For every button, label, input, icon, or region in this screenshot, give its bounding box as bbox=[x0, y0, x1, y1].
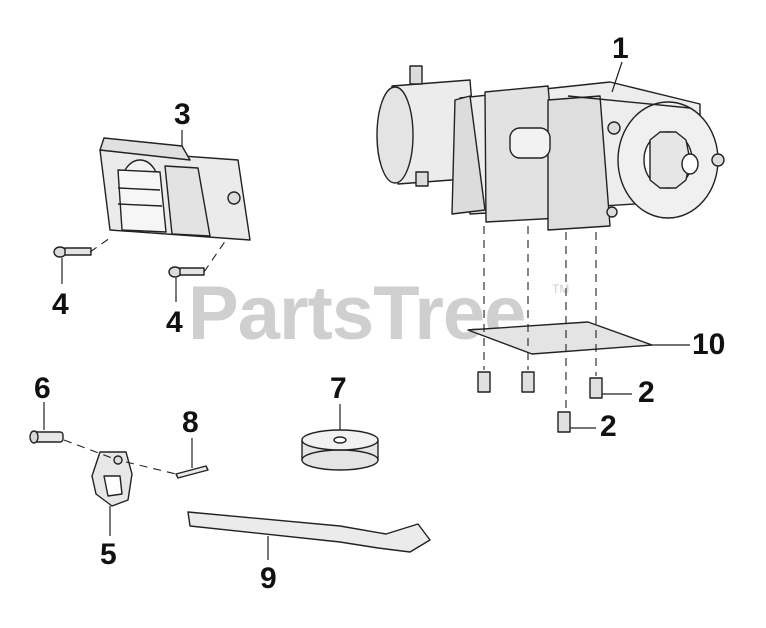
mounting-plate bbox=[467, 321, 653, 355]
callout-6: 6 bbox=[34, 372, 51, 405]
clevis-pin bbox=[29, 430, 64, 444]
callout-7: 7 bbox=[330, 372, 347, 405]
watermark: PartsTree bbox=[188, 271, 526, 356]
fairlead bbox=[99, 137, 251, 241]
callout-9: 9 bbox=[260, 562, 277, 595]
bolt-right bbox=[168, 266, 205, 278]
callout-8: 8 bbox=[182, 406, 199, 439]
callout-1: 1 bbox=[612, 32, 629, 65]
callout-2-upper: 2 bbox=[638, 376, 655, 409]
hand-strap bbox=[187, 511, 431, 553]
callout-3: 3 bbox=[174, 98, 191, 131]
rubber-stopper bbox=[301, 429, 379, 471]
hook bbox=[91, 451, 133, 507]
callout-2-lower: 2 bbox=[600, 410, 617, 443]
callout-5: 5 bbox=[100, 538, 117, 571]
winch-assembly bbox=[376, 65, 725, 231]
callout-4-right: 4 bbox=[166, 306, 183, 339]
watermark-tm: TM bbox=[552, 282, 570, 296]
guide-lines bbox=[63, 226, 597, 475]
leader-lines bbox=[43, 61, 690, 560]
bolts-under-plate bbox=[477, 371, 603, 433]
cotter-pin bbox=[175, 465, 209, 479]
callout-4-left: 4 bbox=[52, 288, 69, 321]
callout-10: 10 bbox=[692, 328, 726, 361]
bolt-left bbox=[53, 246, 92, 258]
